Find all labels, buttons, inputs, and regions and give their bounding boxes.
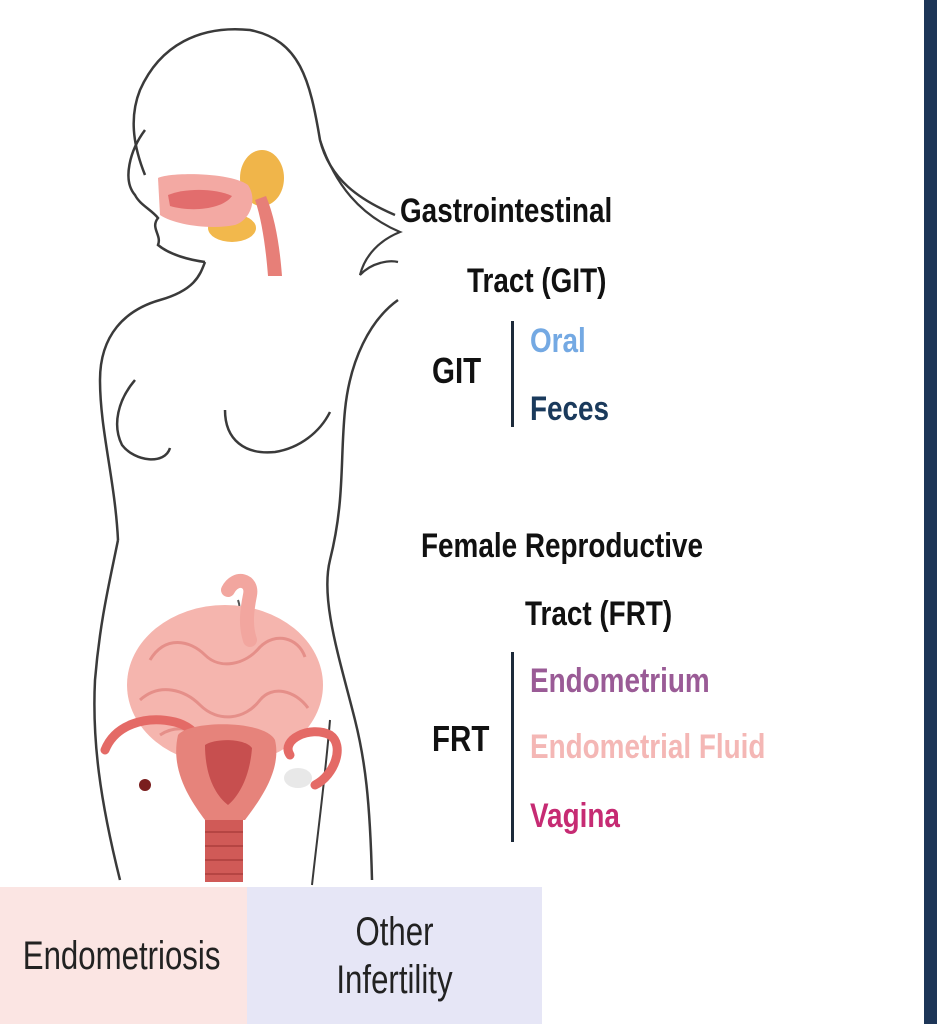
frt-item-vagina: Vagina — [530, 797, 620, 836]
other-infertility-label: Other Infertility — [336, 908, 452, 1004]
frt-title-line2: Tract (FRT) — [525, 595, 672, 634]
git-item-feces: Feces — [530, 390, 609, 429]
other-infertility-line1: Other — [355, 908, 433, 956]
frt-abbr: FRT — [432, 718, 489, 760]
hair-back — [320, 140, 400, 275]
frt-title-line1: Female Reproductive — [421, 527, 703, 566]
breast-right — [225, 410, 330, 452]
frt-item-endometrium: Endometrium — [530, 662, 710, 701]
git-title-line2: Tract (GIT) — [467, 262, 606, 301]
git-item-oral: Oral — [530, 322, 586, 361]
frt-divider — [511, 652, 514, 842]
leg-gap — [312, 720, 330, 885]
endometriosis-group: Endometriosis — [0, 887, 247, 1024]
frt-item-endometrial-fluid: Endometrial Fluid — [530, 728, 765, 767]
body-right-outline — [327, 300, 398, 880]
git-title-line1: Gastrointestinal — [400, 192, 612, 231]
right-border — [918, 0, 937, 1024]
oral-cavity-illustration — [158, 150, 284, 276]
git-divider — [511, 321, 514, 427]
breast-left — [117, 380, 170, 459]
other-infertility-group: Other Infertility — [247, 887, 542, 1024]
other-infertility-line2: Infertility — [336, 956, 452, 1004]
body-left-outline — [94, 540, 120, 880]
uterus-illustration — [105, 720, 337, 882]
neck-outline — [100, 262, 205, 540]
git-abbr: GIT — [432, 350, 481, 392]
endometriosis-label: Endometriosis — [23, 932, 221, 980]
